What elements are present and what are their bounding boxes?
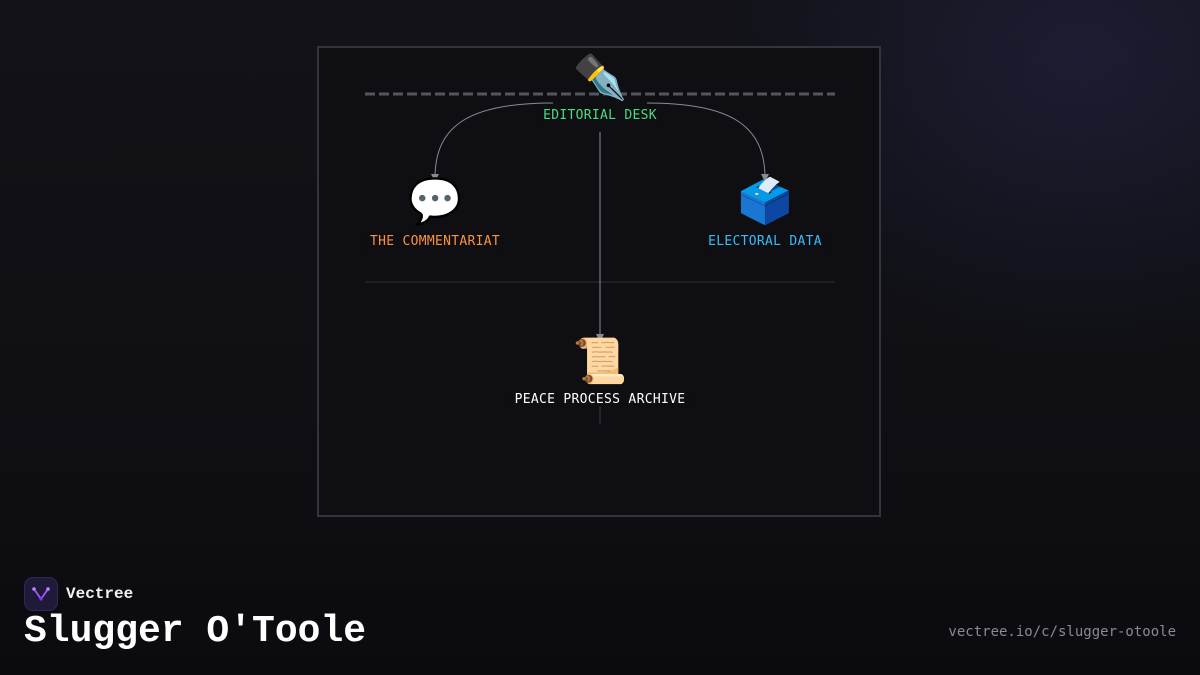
node-label-editorial-desk: EDITORIAL DESK — [539, 108, 661, 123]
scroll-icon: 📜 — [572, 336, 628, 387]
fountain-pen-icon: ✒️ — [572, 52, 628, 103]
ballot-box-icon: 🗳️ — [737, 176, 793, 227]
node-peace-process-archive[interactable]: 📜 PEACE PROCESS ARCHIVE — [510, 336, 690, 407]
node-label-peace-process-archive: PEACE PROCESS ARCHIVE — [510, 392, 690, 407]
node-label-electoral-data: ELECTORAL DATA — [704, 234, 826, 249]
node-label-commentariat: THE COMMENTARIAT — [365, 234, 505, 249]
page-url[interactable]: vectree.io/c/slugger-otoole — [948, 624, 1176, 640]
vectree-logo-icon — [24, 577, 58, 611]
speech-bubble-icon: 💬 — [407, 176, 463, 227]
node-commentariat[interactable]: 💬 THE COMMENTARIAT — [365, 176, 505, 249]
node-electoral-data[interactable]: 🗳️ ELECTORAL DATA — [704, 178, 826, 249]
page-title: Slugger O'Toole — [24, 610, 367, 653]
brand-name: Vectree — [66, 585, 134, 603]
brand[interactable]: Vectree — [24, 577, 133, 611]
node-editorial-desk[interactable]: ✒️ EDITORIAL DESK — [539, 54, 661, 123]
